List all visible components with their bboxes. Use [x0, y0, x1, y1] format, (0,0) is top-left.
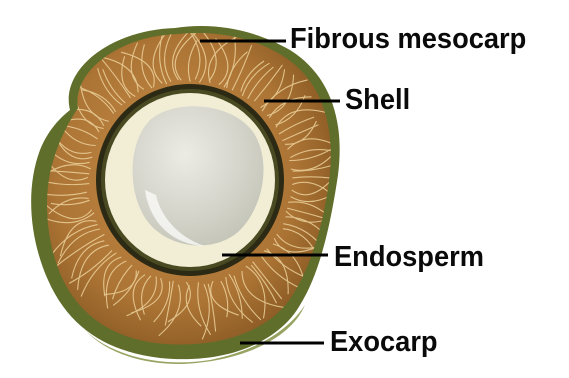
central-cavity — [133, 106, 264, 245]
exocarp-label: Exocarp — [330, 328, 438, 357]
shell-label: Shell — [345, 86, 410, 115]
fibrous-mesocarp-label: Fibrous mesocarp — [290, 25, 526, 54]
endosperm-label: Endosperm — [334, 243, 484, 272]
